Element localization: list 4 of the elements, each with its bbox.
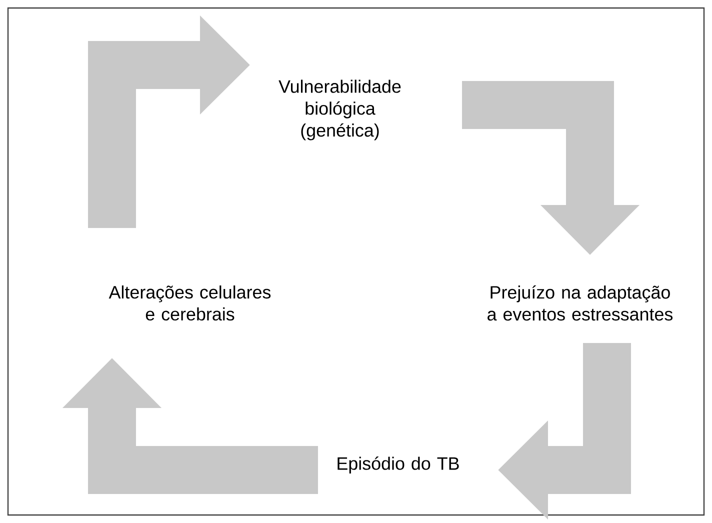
text-label: Episódio do TB — [338, 456, 459, 474]
text-label: Prejuízo na adaptação a eventos estressantes — [488, 285, 673, 321]
text-label: Alterações celulares e cerebrais — [108, 285, 271, 321]
text-label: Vulnerabilidade biológica (genética) — [278, 80, 401, 140]
